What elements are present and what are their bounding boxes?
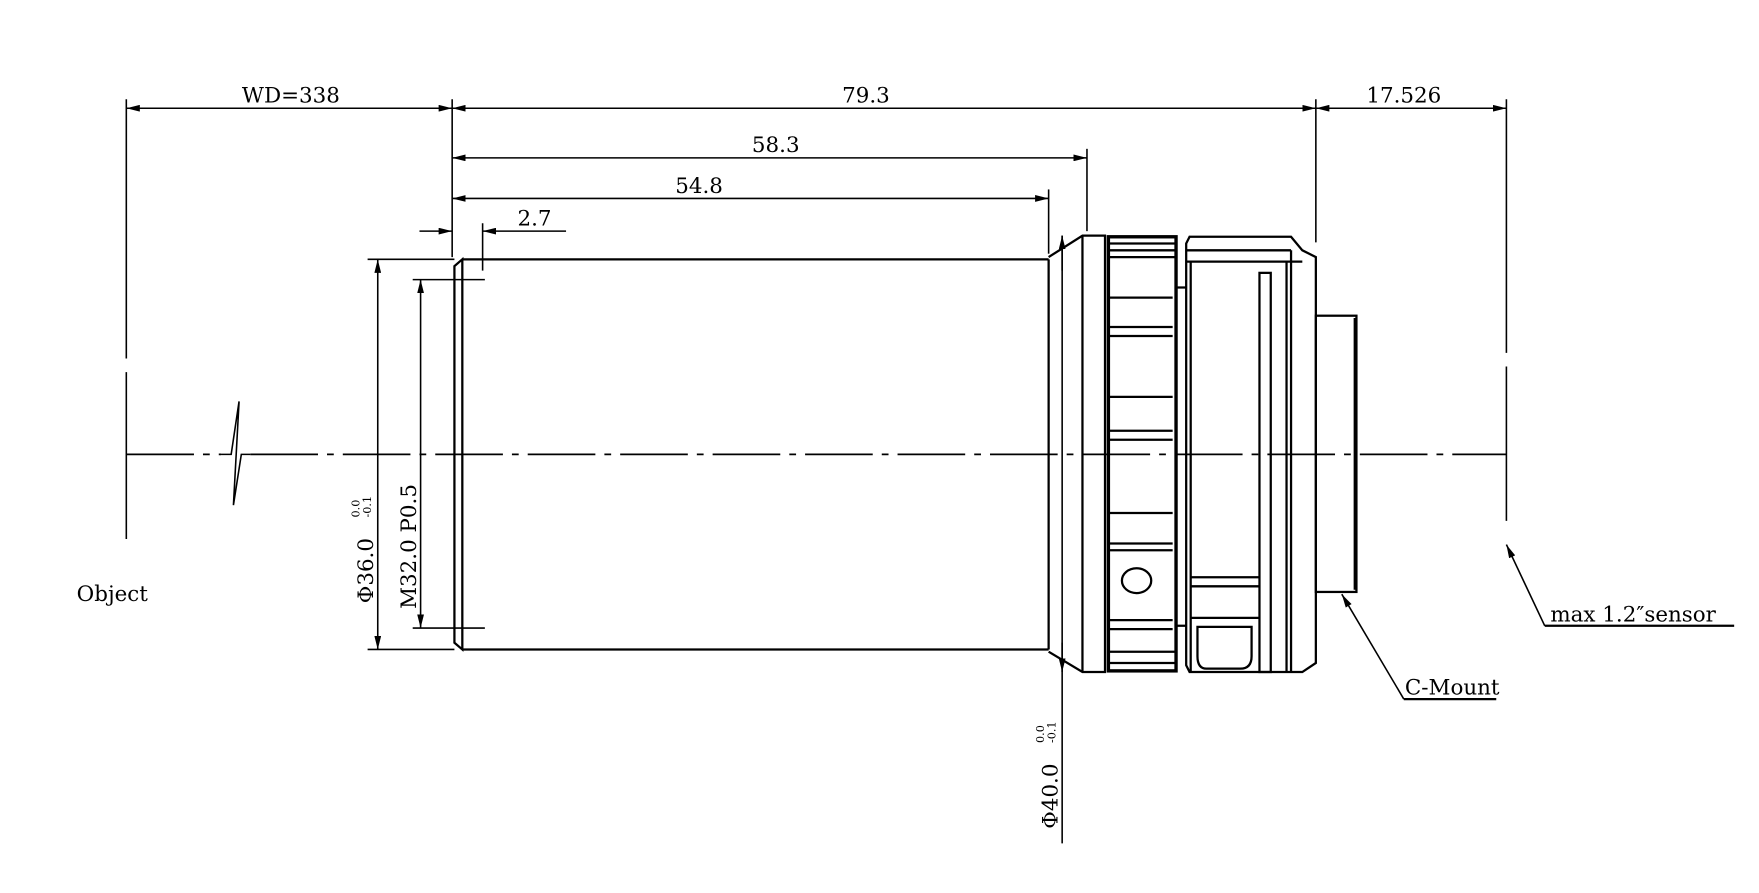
dimension-lip: 2.7 — [419, 207, 567, 235]
c-mount-label: C-Mount — [1405, 676, 1500, 701]
dimension-54: 54.8 — [452, 174, 1049, 202]
c-mount-callout: C-Mount — [1341, 593, 1500, 701]
length-54-label: 54.8 — [675, 174, 723, 199]
thread-label: M32.0 P0.5 — [397, 484, 422, 609]
dia40-label: Φ40.0 — [1039, 764, 1064, 829]
dimension-thread: M32.0 P0.5 — [397, 279, 424, 629]
wd-label: WD=338 — [242, 84, 340, 109]
dimension-back-focal: 17.526 — [1315, 84, 1507, 112]
dimension-dia40: Φ40.0 0.0 -0.1 — [1034, 235, 1066, 844]
back-focal-label: 17.526 — [1366, 84, 1441, 109]
c-mount-thread — [1314, 314, 1358, 594]
dia40-tol-lower: -0.1 — [1045, 721, 1058, 743]
dimension-wd: WD=338 — [126, 84, 453, 112]
length-58-label: 58.3 — [752, 133, 800, 158]
overall-length-label: 79.3 — [842, 84, 890, 109]
dia36-label: Φ36.0 — [354, 538, 379, 603]
extension-lines — [125, 99, 1508, 651]
lip-label: 2.7 — [517, 207, 551, 232]
screw-hole-icon — [1120, 567, 1153, 595]
object-label: Object — [77, 582, 149, 607]
dia36-tol-upper: 0.0 — [350, 500, 363, 518]
dimension-overall: 79.3 — [452, 84, 1316, 112]
focus-ring — [1048, 234, 1187, 674]
dia40-tol-upper: 0.0 — [1034, 725, 1047, 743]
sensor-callout: max 1.2″sensor — [1505, 544, 1735, 627]
sensor-label: max 1.2″sensor — [1550, 602, 1716, 627]
dimension-dia36: Φ36.0 0.0 -0.1 — [350, 259, 382, 650]
dimension-58: 58.3 — [452, 133, 1087, 162]
lens-barrel — [453, 256, 1050, 652]
optical-axis — [126, 401, 1507, 506]
dia36-tol-lower: -0.1 — [361, 496, 374, 518]
